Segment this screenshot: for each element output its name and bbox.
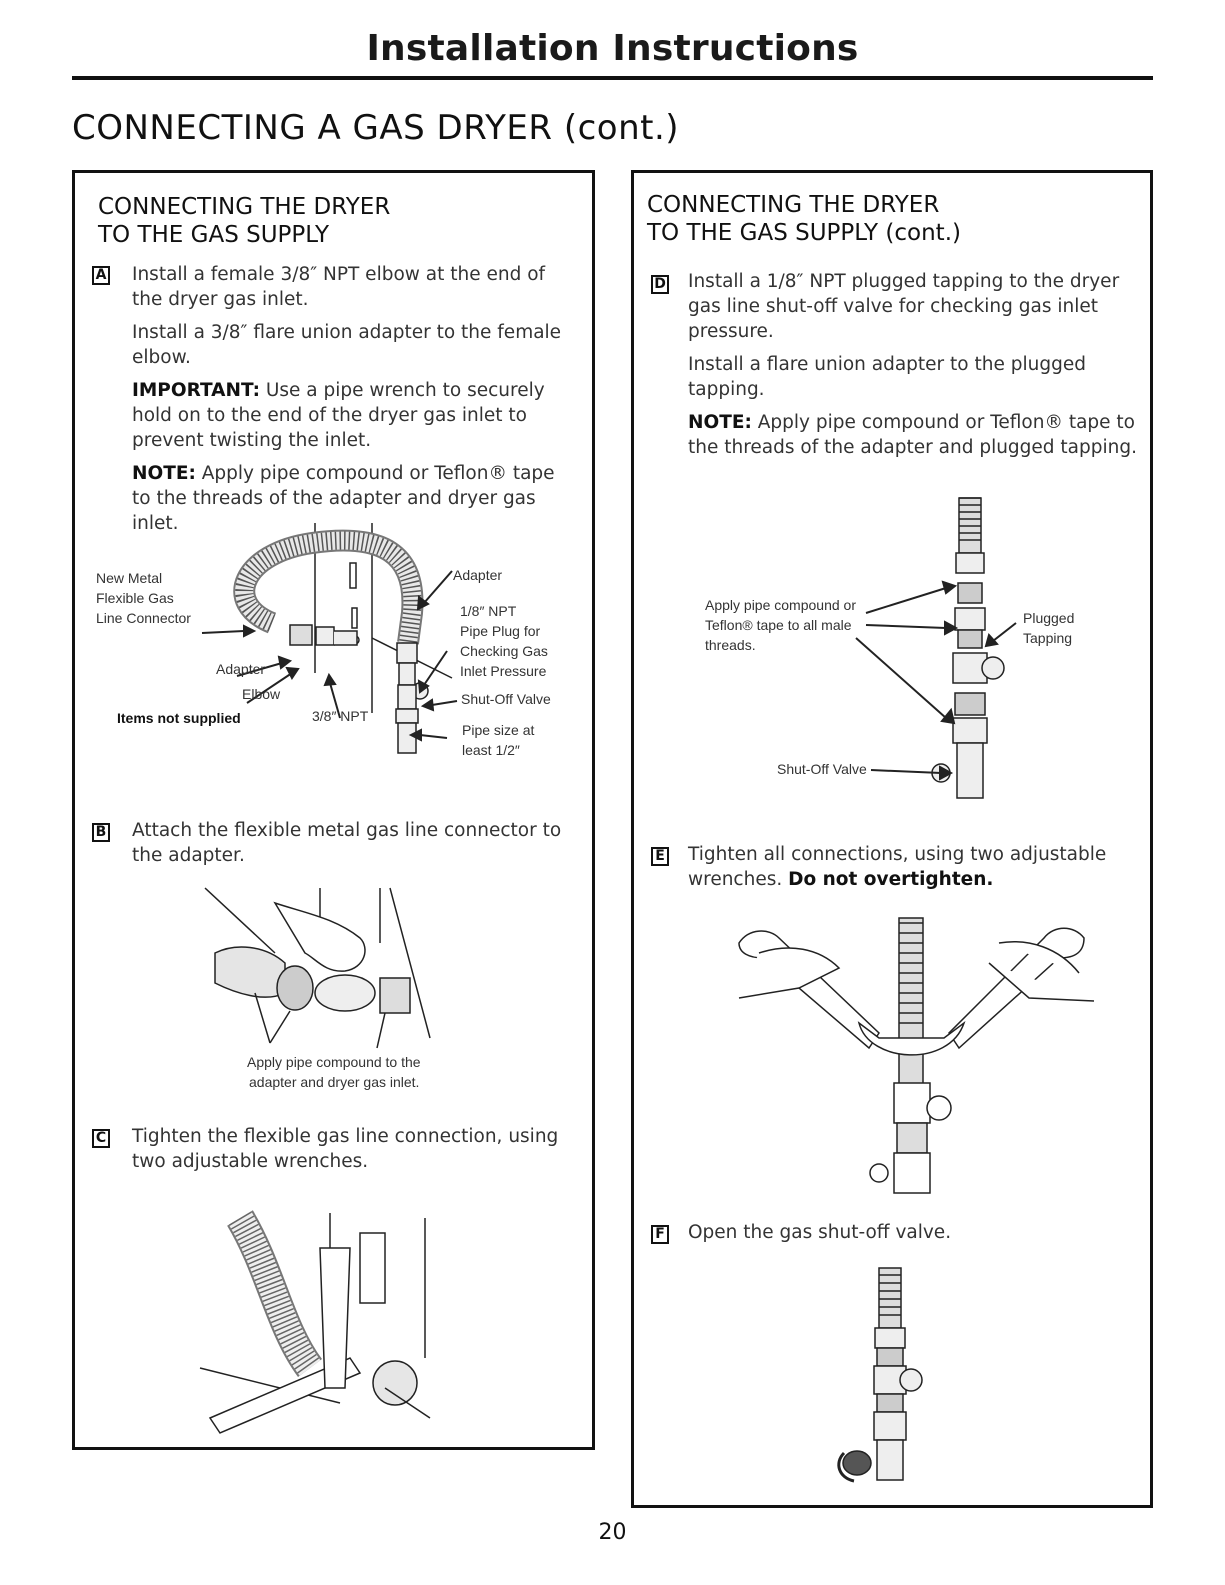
label-items-not-supplied: Items not supplied	[117, 710, 241, 726]
step-f-text: Open the gas shut-off valve.	[688, 1222, 952, 1243]
step-a-badge: A	[92, 266, 110, 285]
label-plug-3: Checking Gas	[460, 643, 548, 659]
header-divider	[72, 76, 1153, 80]
step-d-text: Install a 1/8″ NPT plugged tapping to th…	[688, 269, 1144, 468]
valve-open-drawing	[837, 1267, 923, 1483]
step-e-plain: Tighten all connections, using two adjus…	[688, 844, 1107, 890]
page-header-title: Installation Instructions	[366, 28, 859, 69]
label-plugged-2: Tapping	[1023, 630, 1072, 646]
step-f-badge: F	[651, 1225, 669, 1244]
callout-arrows	[201, 570, 458, 742]
step-e-bold: Do not overtighten.	[788, 869, 994, 890]
label-adapter-right: Adapter	[453, 567, 502, 583]
step-a-line-2: Install a 3/8″ flare union adapter to th…	[132, 322, 562, 368]
left-panel-heading: CONNECTING THE DRYER TO THE GAS SUPPLY	[98, 193, 390, 249]
figure-e-two-wrenches-illustration	[738, 917, 1095, 1194]
step-c-text: Tighten the flexible gas line connection…	[132, 1126, 559, 1172]
important-label: IMPORTANT:	[132, 380, 260, 401]
label-connector-3: Line Connector	[96, 610, 191, 626]
figure-a-gas-connection-diagram: New Metal Flexible Gas Line Connector Ad…	[96, 523, 551, 758]
label-shutoff-left: Shut-Off Valve	[461, 691, 551, 707]
important-text: Use a pipe wrench to securely hold on to…	[132, 380, 545, 451]
valve-assembly-drawing	[931, 497, 1005, 799]
label-adapter-left: Adapter	[216, 661, 265, 677]
caption-b-1: Apply pipe compound to the	[247, 1054, 421, 1070]
label-shutoff-right: Shut-Off Valve	[777, 761, 867, 777]
label-plugged-1: Plugged	[1023, 610, 1074, 626]
label-apply-3: threads.	[705, 637, 756, 653]
label-npt-38: 3/8″ NPT	[312, 708, 369, 724]
left-heading-line-2: TO THE GAS SUPPLY	[98, 222, 330, 248]
step-e-text: Tighten all connections, using two adjus…	[688, 842, 1144, 892]
right-heading-line-2: TO THE GAS SUPPLY (cont.)	[647, 220, 961, 246]
note-label-d: NOTE:	[688, 412, 752, 433]
right-panel: CONNECTING THE DRYER TO THE GAS SUPPLY (…	[631, 170, 1153, 1508]
right-panel-heading: CONNECTING THE DRYER TO THE GAS SUPPLY (…	[647, 191, 961, 247]
section-title: CONNECTING A GAS DRYER (cont.)	[72, 108, 680, 148]
left-heading-line-1: CONNECTING THE DRYER	[98, 194, 391, 220]
figure-c-tighten-connection-illustration	[199, 1210, 431, 1434]
figure-d-plugged-tapping-diagram: Apply pipe compound or Teflon® tape to a…	[705, 497, 1074, 799]
step-a-text: Install a female 3/8″ NPT elbow at the e…	[132, 262, 577, 544]
wrench-and-hoses-drawing	[199, 1210, 431, 1434]
note-text-d: Apply pipe compound or Teflon® tape to t…	[688, 412, 1137, 458]
label-apply-1: Apply pipe compound or	[705, 597, 856, 613]
label-connector-1: New Metal	[96, 570, 162, 586]
caption-b-2: adapter and dryer gas inlet.	[249, 1074, 419, 1090]
label-connector-2: Flexible Gas	[96, 590, 174, 606]
step-a-important: IMPORTANT: Use a pipe wrench to securely…	[132, 378, 577, 453]
step-b-badge: B	[92, 823, 110, 842]
label-plug-4: Inlet Pressure	[460, 663, 547, 679]
figure-b-attach-connector-illustration: Apply pipe compound to the adapter and d…	[204, 887, 431, 1090]
page-number: 20	[598, 1520, 627, 1545]
callout-arrows-d	[855, 580, 1017, 781]
label-pipe-2: least 1/2″	[462, 742, 520, 758]
right-heading-line-1: CONNECTING THE DRYER	[647, 192, 940, 218]
step-a-line-1: Install a female 3/8″ NPT elbow at the e…	[132, 264, 546, 310]
label-elbow: Elbow	[242, 686, 281, 702]
step-d-line-1: Install a 1/8″ NPT plugged tapping to th…	[688, 271, 1120, 342]
valve-stack-illustration	[395, 642, 429, 754]
left-panel: CONNECTING THE DRYER TO THE GAS SUPPLY A…	[72, 170, 595, 1450]
note-label: NOTE:	[132, 463, 196, 484]
step-d-line-2: Install a flare union adapter to the plu…	[688, 354, 1086, 400]
step-d-note: NOTE: Apply pipe compound or Teflon® tap…	[688, 410, 1144, 460]
step-b-text: Attach the flexible metal gas line conne…	[132, 820, 562, 866]
step-d-badge: D	[651, 275, 669, 294]
step-a-note: NOTE: Apply pipe compound or Teflon® tap…	[132, 461, 577, 536]
label-apply-2: Teflon® tape to all male	[705, 617, 852, 633]
step-c-badge: C	[92, 1129, 110, 1148]
figure-f-open-valve-illustration	[837, 1267, 923, 1483]
label-plug-1: 1/8″ NPT	[460, 603, 517, 619]
wrenches-drawing	[738, 917, 1095, 1194]
flex-gas-connector-illustration	[233, 529, 424, 646]
note-text: Apply pipe compound or Teflon® tape to t…	[132, 463, 555, 534]
step-e-badge: E	[651, 847, 669, 866]
label-pipe-1: Pipe size at	[462, 722, 534, 738]
hand-and-fitting-drawing	[204, 887, 431, 1049]
label-plug-2: Pipe Plug for	[460, 623, 540, 639]
